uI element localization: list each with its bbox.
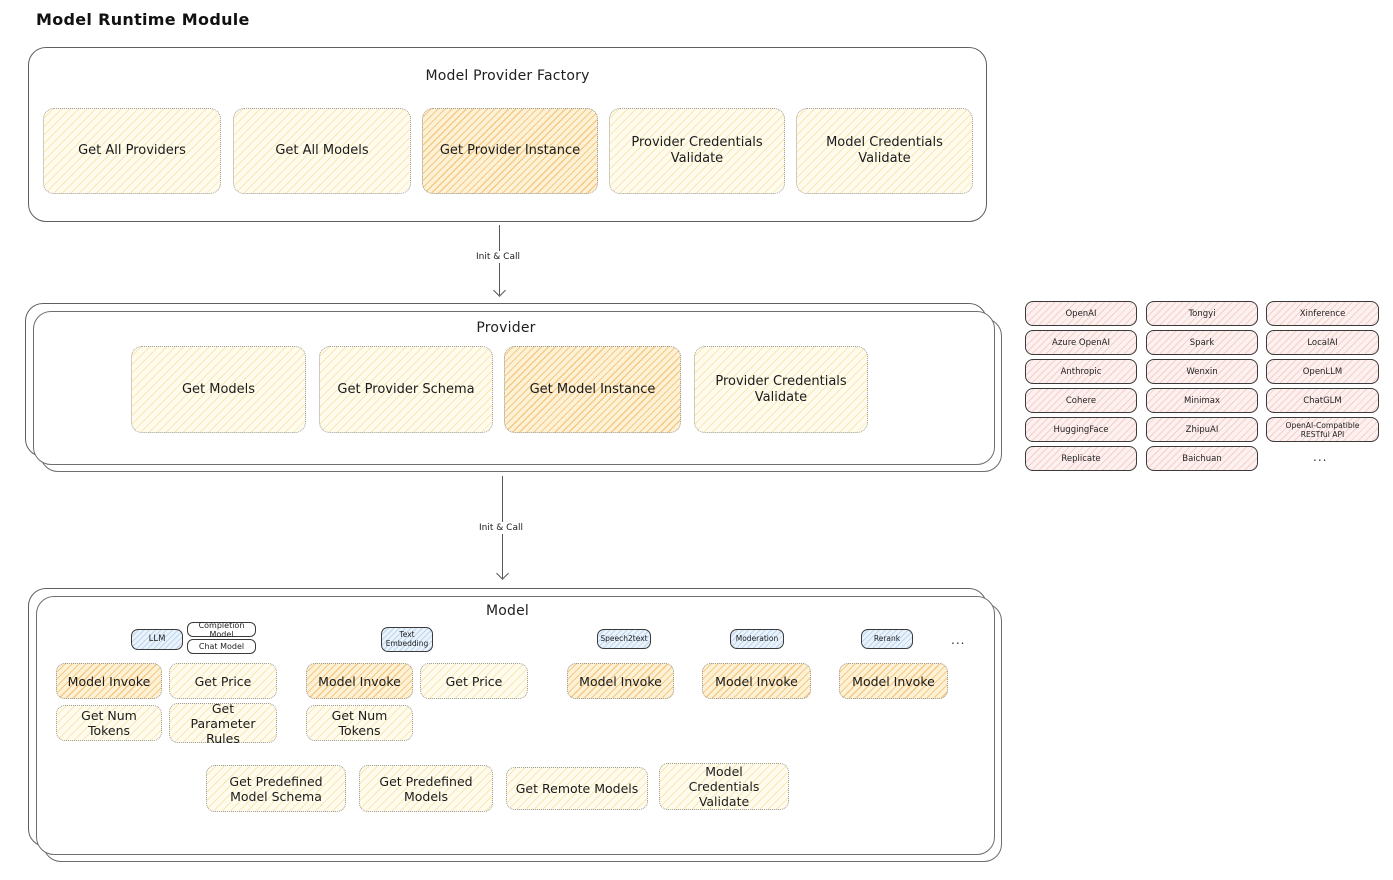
chip-xinference: Xinference bbox=[1266, 301, 1379, 326]
tag-llm: LLM bbox=[131, 629, 183, 650]
node-model-credentials-validate: Model Credentials Validate bbox=[796, 108, 973, 194]
node-embedding-model-invoke: Model Invoke bbox=[306, 663, 413, 699]
node-rerank-model-invoke: Model Invoke bbox=[839, 663, 948, 699]
node-provider-credentials-validate: Provider Credentials Validate bbox=[609, 108, 785, 194]
chip-anthropic: Anthropic bbox=[1025, 359, 1137, 384]
chips-ellipsis: ... bbox=[1313, 450, 1328, 464]
chip-openai: OpenAI bbox=[1025, 301, 1137, 326]
node-moderation-model-invoke: Model Invoke bbox=[702, 663, 811, 699]
chip-localai: LocalAI bbox=[1266, 330, 1379, 355]
chip-baichuan: Baichuan bbox=[1146, 446, 1258, 471]
chip-azure-openai: Azure OpenAI bbox=[1025, 330, 1137, 355]
provider-box-title: Provider bbox=[476, 320, 536, 336]
arrow-label-init-call-1: Init & Call bbox=[472, 251, 524, 263]
tag-moderation: Moderation bbox=[730, 629, 784, 649]
chip-wenxin: Wenxin bbox=[1146, 359, 1258, 384]
chip-spark: Spark bbox=[1146, 330, 1258, 355]
chip-tongyi: Tongyi bbox=[1146, 301, 1258, 326]
provider-box: Provider Get Models Get Provider Schema … bbox=[25, 303, 987, 457]
model-box-title: Model bbox=[485, 603, 530, 619]
node-speech2text-model-invoke: Model Invoke bbox=[567, 663, 674, 699]
chip-replicate: Replicate bbox=[1025, 446, 1137, 471]
node-get-remote-models: Get Remote Models bbox=[506, 767, 648, 810]
node-get-all-providers: Get All Providers bbox=[43, 108, 221, 194]
factory-box: Model Provider Factory Get All Providers… bbox=[28, 47, 987, 222]
node-get-all-models: Get All Models bbox=[233, 108, 411, 194]
node-model-credentials-validate-2: Model Credentials Validate bbox=[659, 763, 789, 810]
chip-huggingface: HuggingFace bbox=[1025, 417, 1137, 442]
chip-cohere: Cohere bbox=[1025, 388, 1137, 413]
node-llm-get-num-tokens: Get Num Tokens bbox=[56, 705, 162, 741]
node-embedding-get-price: Get Price bbox=[420, 663, 528, 699]
tag-rerank: Rerank bbox=[861, 629, 913, 649]
tag-speech2text: Speech2text bbox=[597, 629, 651, 649]
chip-chatglm: ChatGLM bbox=[1266, 388, 1379, 413]
node-get-provider-schema: Get Provider Schema bbox=[319, 346, 493, 433]
node-get-provider-instance: Get Provider Instance bbox=[422, 108, 598, 194]
chip-openai-compatible-restful-api: OpenAI-Compatible RESTful API bbox=[1266, 417, 1379, 442]
chip-minimax: Minimax bbox=[1146, 388, 1258, 413]
model-box: Model LLM Completion Model Chat Model Te… bbox=[28, 588, 987, 847]
chip-openllm: OpenLLM bbox=[1266, 359, 1379, 384]
node-llm-get-price: Get Price bbox=[169, 663, 277, 699]
node-llm-get-parameter-rules: Get Parameter Rules bbox=[169, 701, 277, 746]
model-types-ellipsis: ... bbox=[951, 633, 966, 647]
chip-zhipuai: ZhipuAI bbox=[1146, 417, 1258, 442]
node-provider-credentials-validate-2: Provider Credentials Validate bbox=[694, 346, 868, 433]
node-get-predefined-model-schema: Get Predefined Model Schema bbox=[206, 765, 346, 812]
node-get-predefined-models: Get Predefined Models bbox=[359, 765, 493, 812]
factory-box-title: Model Provider Factory bbox=[425, 68, 590, 84]
diagram-title: Model Runtime Module bbox=[36, 10, 250, 29]
node-llm-model-invoke: Model Invoke bbox=[56, 663, 162, 699]
tag-completion-model: Completion Model bbox=[187, 621, 256, 639]
node-get-models: Get Models bbox=[131, 346, 306, 433]
tag-chat-model: Chat Model bbox=[187, 639, 256, 654]
node-embedding-get-num-tokens: Get Num Tokens bbox=[306, 705, 413, 741]
node-get-model-instance: Get Model Instance bbox=[504, 346, 681, 433]
arrow-label-init-call-2: Init & Call bbox=[475, 522, 527, 534]
tag-text-embedding: Text Embedding bbox=[381, 627, 433, 652]
